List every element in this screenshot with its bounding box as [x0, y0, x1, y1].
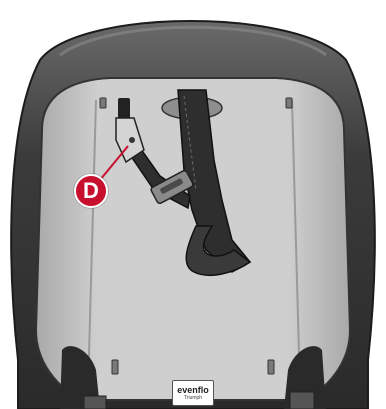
bottom-left-clip	[84, 396, 106, 409]
brand-logo: evenflo Triumph	[172, 380, 214, 406]
brand-logo-text: evenflo	[173, 385, 213, 395]
callout-badge-d: D	[74, 174, 108, 208]
lower-right-notch	[268, 360, 274, 374]
upper-left-notch	[100, 98, 106, 108]
upper-right-notch	[286, 98, 292, 108]
bottom-right-clip	[290, 392, 314, 409]
brand-model-text: Triumph	[173, 395, 213, 402]
lower-left-notch	[112, 360, 118, 374]
